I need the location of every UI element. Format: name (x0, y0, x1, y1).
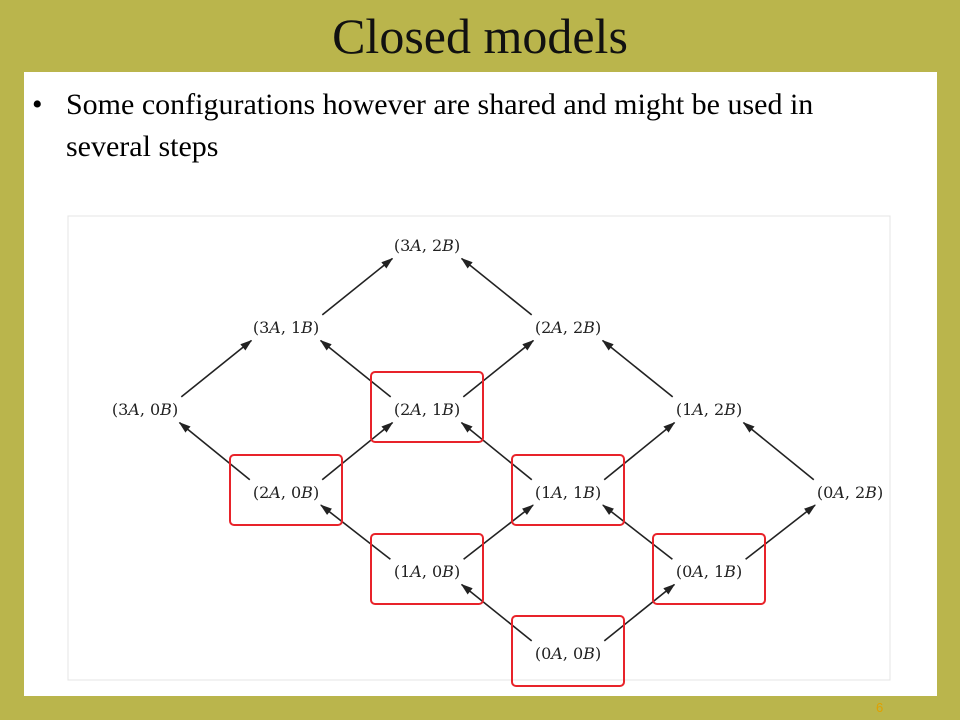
arrow-2A2B-to-3A2B (460, 257, 533, 316)
slide-title: Closed models (332, 8, 628, 64)
arrow-2A1B-to-2A2B (462, 339, 535, 398)
highlight-boxes-layer (229, 371, 766, 687)
node-label-2A0B: (2A, 0B) (253, 483, 319, 502)
highlight-box-2A1B (370, 371, 484, 443)
slide-number: 6 (876, 700, 884, 715)
arrow-0A1B-to-1A1B (602, 504, 673, 560)
arrow-2A0B-to-3A0B (178, 421, 251, 481)
node-label-1A2B: (1A, 2B) (676, 400, 742, 419)
arrow-2A1B-to-3A1B (319, 339, 392, 398)
highlight-box-2A0B (229, 454, 343, 526)
highlight-box-0A0B (511, 615, 625, 687)
node-label-0A1B: (0A, 1B) (676, 562, 742, 581)
arrow-1A0B-to-1A1B (463, 504, 534, 560)
node-label-1A0B: (1A, 0B) (394, 562, 460, 581)
arrow-2A0B-to-2A1B (321, 421, 394, 481)
node-label-3A0B: (3A, 0B) (112, 400, 178, 419)
highlight-box-1A0B (370, 533, 484, 605)
nodes-layer: (3A, 2B) (3A, 1B) (2A, 2B) (3A, 0B) (2A, 1B)… (112, 236, 883, 663)
arrow-1A2B-to-2A2B (601, 339, 674, 398)
arrow-1A1B-to-2A1B (460, 421, 533, 481)
arrow-1A0B-to-2A0B (320, 504, 391, 560)
node-label-2A2B: (2A, 2B) (535, 318, 601, 337)
diagram-panel (67, 215, 891, 681)
node-label-0A2B: (0A, 2B) (817, 483, 883, 502)
arrow-0A1B-to-0A2B (745, 504, 816, 560)
node-label-3A1B: (3A, 1B) (253, 318, 319, 337)
arrow-0A2B-to-1A2B (742, 421, 815, 481)
arrow-0A0B-to-1A0B (460, 583, 533, 642)
bullet-text: Some configurations however are shared a… (66, 88, 814, 163)
node-label-0A0B: (0A, 0B) (535, 644, 601, 663)
arrow-0A0B-to-0A1B (603, 583, 676, 642)
arrow-1A1B-to-1A2B (603, 421, 676, 481)
highlight-box-0A1B (652, 533, 766, 605)
node-label-1A1B: (1A, 1B) (535, 483, 601, 502)
highlight-box-1A1B (511, 454, 625, 526)
edges-layer (178, 257, 816, 642)
bullet-icon: • (32, 88, 43, 121)
node-label-2A1B: (2A, 1B) (394, 400, 460, 419)
node-label-3A2B: (3A, 2B) (394, 236, 460, 255)
arrow-3A0B-to-3A1B (180, 339, 253, 398)
arrow-3A1B-to-3A2B (321, 257, 394, 316)
